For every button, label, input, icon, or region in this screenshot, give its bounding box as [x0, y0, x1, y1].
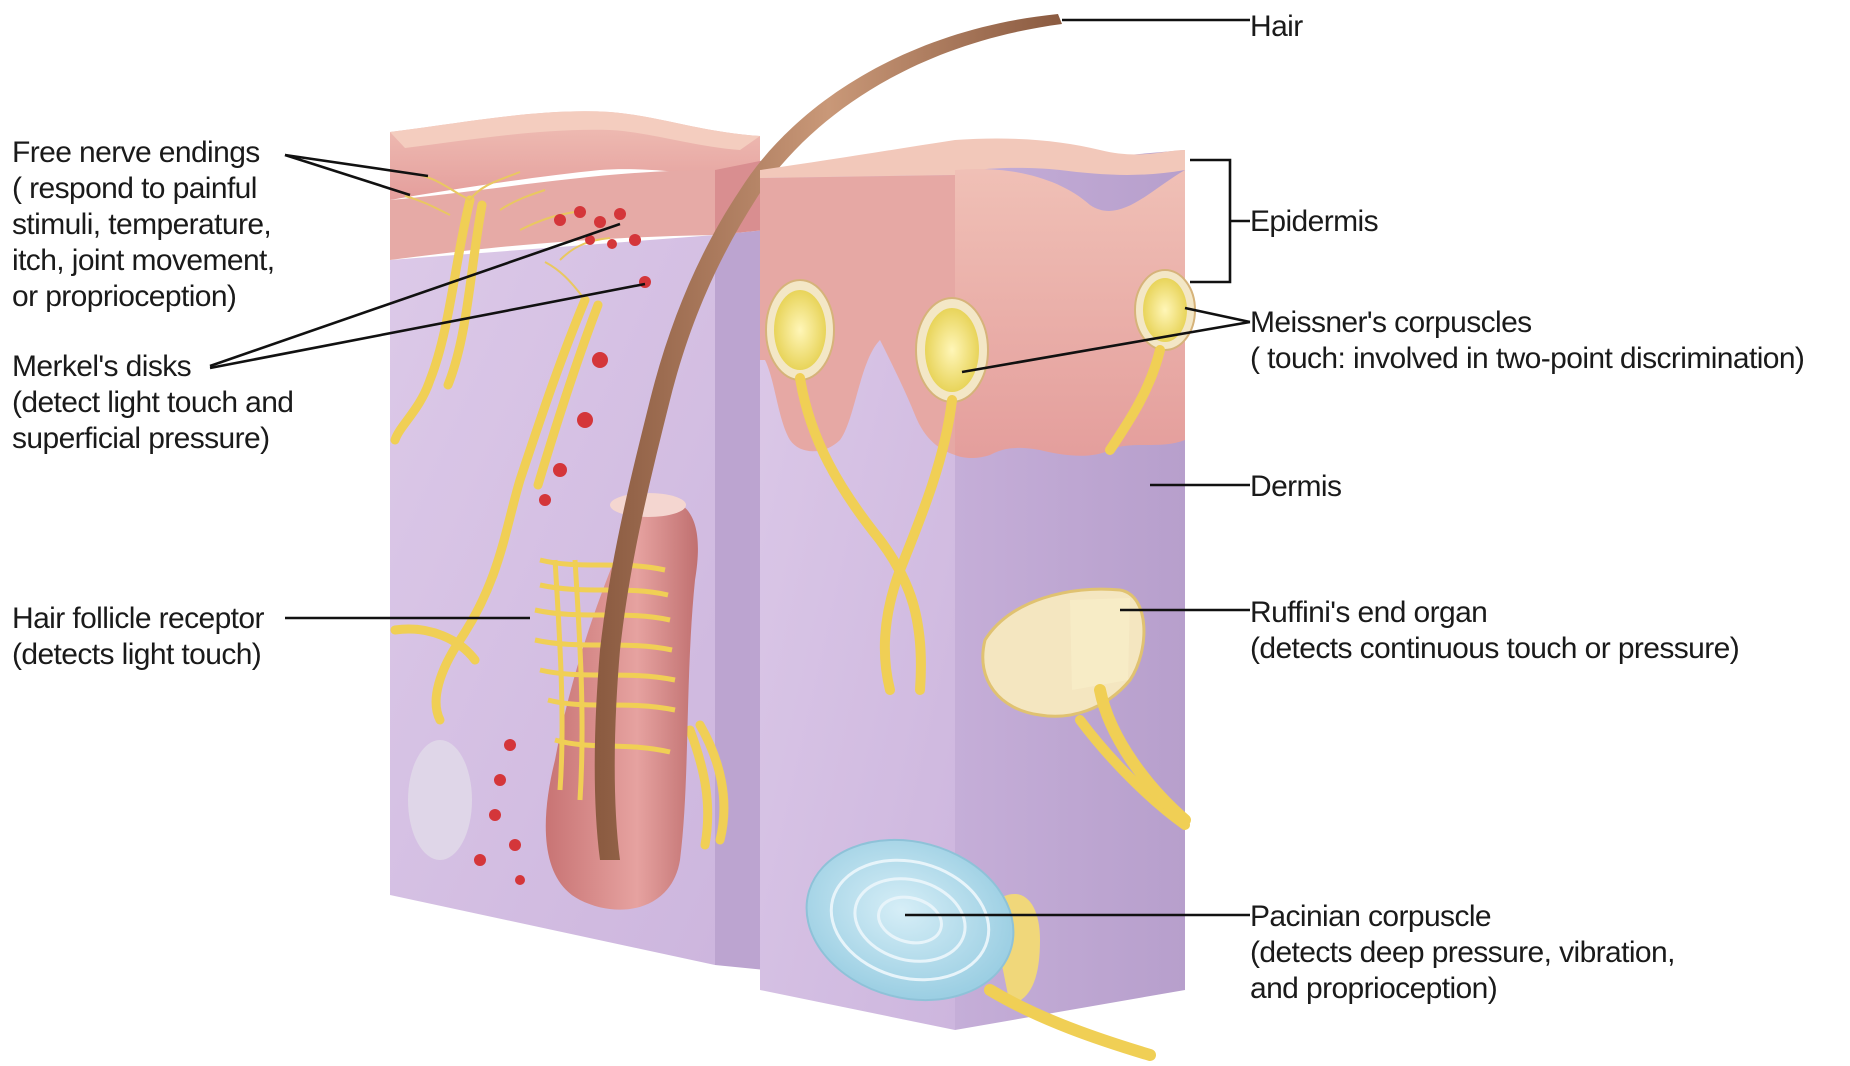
label-ruffinis-end-organ-line2: (detects continuous touch or pressure): [1250, 632, 1739, 665]
label-meissners-corpuscles: Meissner's corpuscles: [1250, 306, 1532, 339]
label-hair-follicle-receptor-line2: (detects light touch): [12, 638, 261, 671]
label-meissners-corpuscles-line2: ( touch: involved in two-point discrimin…: [1250, 342, 1804, 375]
label-pacinian-corpuscle-line3: and proprioception): [1250, 972, 1497, 1005]
label-dermis: Dermis: [1250, 470, 1341, 503]
label-merkels-disks-line3: superficial pressure): [12, 422, 270, 455]
label-hair-follicle-receptor: Hair follicle receptor: [12, 602, 265, 635]
label-merkels-disks-line2: (detect light touch and: [12, 386, 293, 419]
label-merkels-disks: Merkel's disks: [12, 350, 191, 383]
label-pacinian-corpuscle-line2: (detects deep pressure, vibration,: [1250, 936, 1675, 969]
label-free-nerve-endings-line5: or proprioception): [12, 280, 236, 313]
label-free-nerve-endings-line3: stimuli, temperature,: [12, 208, 271, 241]
epidermis-bracket: [1190, 160, 1250, 282]
label-pacinian-corpuscle: Pacinian corpuscle: [1250, 900, 1491, 933]
label-hair: Hair: [1250, 10, 1303, 43]
label-free-nerve-endings: Free nerve endings: [12, 136, 260, 169]
label-epidermis: Epidermis: [1250, 205, 1378, 238]
label-free-nerve-endings-line2: ( respond to painful: [12, 172, 257, 205]
label-ruffinis-end-organ: Ruffini's end organ: [1250, 596, 1487, 629]
label-free-nerve-endings-line4: itch, joint movement,: [12, 244, 275, 277]
